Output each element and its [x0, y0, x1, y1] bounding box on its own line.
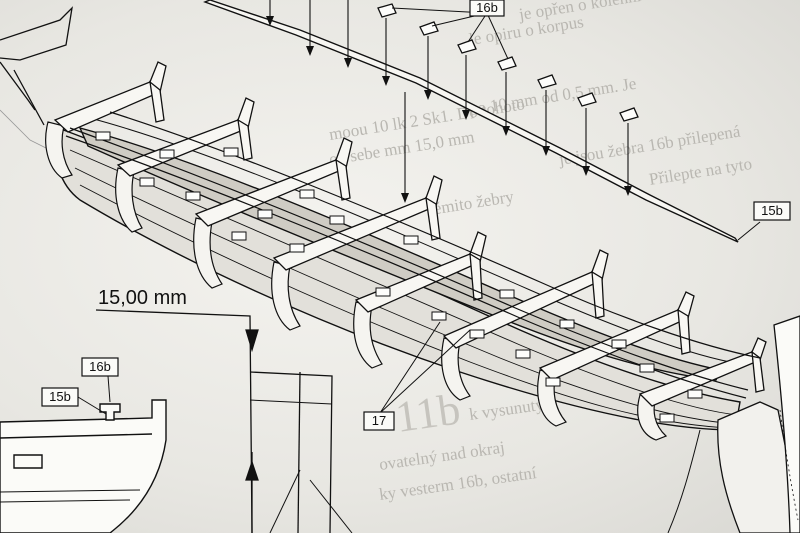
- stern-section: [667, 315, 800, 533]
- svg-text:17: 17: [372, 413, 386, 428]
- part-label-16b-section: 16b: [81, 357, 119, 403]
- svg-text:15b: 15b: [49, 389, 71, 404]
- part-label-15b-section: 15b: [41, 387, 107, 415]
- ghost-heading: 11b: [393, 384, 464, 441]
- ghost-line-8: Přilepte na tyto: [648, 154, 754, 189]
- deck-pieces-16b: [266, 0, 639, 203]
- stringers: [65, 111, 761, 399]
- keel-strip-15b: [203, 0, 739, 243]
- part-label-16b-top: 16b: [469, 0, 505, 17]
- svg-text:15b: 15b: [761, 203, 783, 218]
- blocks: [95, 131, 703, 423]
- frames: [53, 61, 767, 407]
- ghost-line-7: těmito žebry: [428, 187, 516, 219]
- ghost-line-10: ovatelný nad okraj: [378, 438, 506, 474]
- svg-text:16b: 16b: [476, 0, 498, 15]
- part-label-15b-right: 15b: [737, 201, 791, 241]
- dimension-detail: [95, 309, 353, 533]
- svg-text:16b: 16b: [89, 359, 111, 374]
- cross-section-detail: [0, 399, 167, 533]
- part-label-17: 17: [363, 321, 471, 431]
- dimension-value: 15,00 mm: [98, 287, 187, 309]
- adjacent-drawing-fragment: [0, 6, 81, 166]
